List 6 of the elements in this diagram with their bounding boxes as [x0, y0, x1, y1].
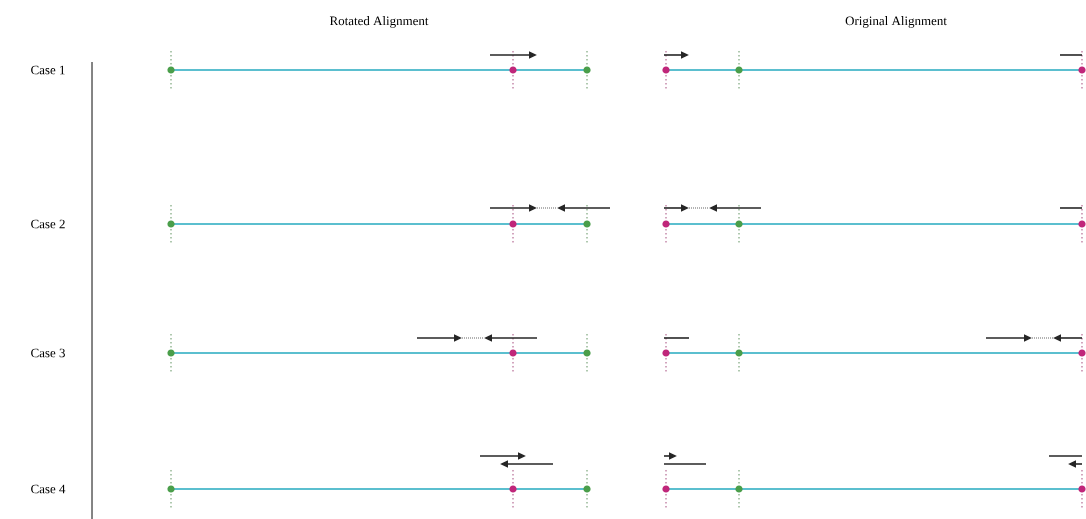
case-label: Case 1 [31, 65, 65, 75]
column-title: Rotated Alignment [329, 16, 429, 28]
case-label: Case 4 [31, 484, 66, 494]
case-label: Case 2 [31, 219, 65, 229]
case-label: Case 3 [31, 348, 65, 358]
column-title: Original Alignment [845, 16, 947, 28]
